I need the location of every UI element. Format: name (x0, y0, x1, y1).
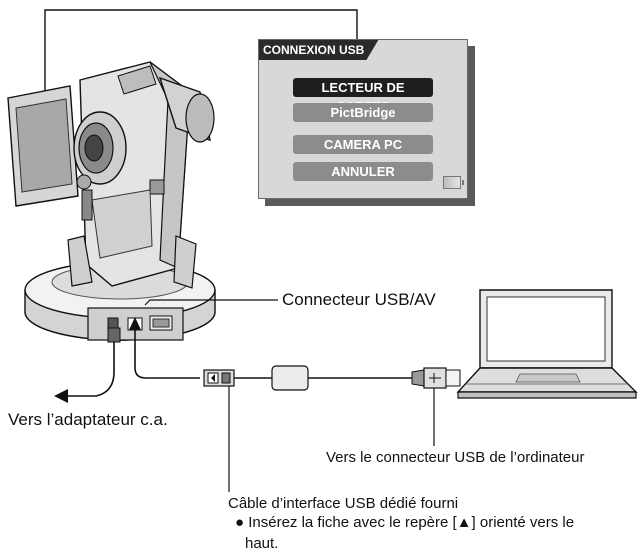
menu-item-cancel[interactable]: ANNULER (293, 162, 433, 181)
menu-item-pc-camera[interactable]: CAMERA PC (293, 135, 433, 154)
bullet-icon: ● (235, 514, 245, 531)
computer-usb-label: Vers le connecteur USB de l’ordinateur (326, 449, 585, 466)
ac-adapter-label: Vers l’adaptateur c.a. (8, 410, 168, 429)
insert-mark-arrow (129, 317, 141, 330)
menu-title: CONNEXION USB (259, 40, 379, 60)
ac-adapter-cable (54, 327, 121, 403)
menu-item-pictbridge[interactable]: PictBridge (293, 103, 433, 122)
cable-label: Câble d’interface USB dédié fourni (228, 495, 459, 512)
menu-item-card-reader[interactable]: LECTEUR DE CARTES (293, 78, 433, 114)
usb-connection-menu: CONNEXION USB LECTEUR DE CARTES PictBrid… (258, 39, 468, 199)
usb-av-pointer-line (144, 299, 278, 306)
instruction-text-1: Insérez la fiche avec le repère [▲] orie… (248, 514, 575, 531)
usb-cable (134, 330, 461, 391)
camera (7, 61, 215, 289)
usb-av-connector-label: Connecteur USB/AV (282, 290, 436, 309)
instruction-line-1: ● Insérez la fiche avec le repère [▲] or… (235, 514, 574, 531)
instruction-text-2: haut. (245, 535, 279, 552)
lcd-callout-line (44, 9, 358, 95)
laptop (456, 289, 638, 399)
battery-icon (443, 176, 464, 189)
